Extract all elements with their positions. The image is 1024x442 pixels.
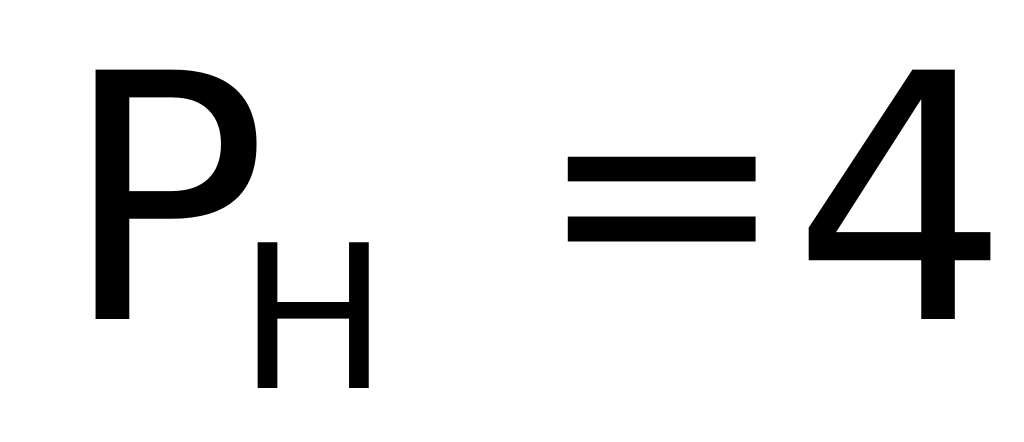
formula-operator: =	[536, 15, 788, 364]
formula-value: 4	[792, 2, 1010, 400]
formula-variable: P	[62, 2, 269, 400]
formula-subscript: H	[238, 203, 389, 436]
